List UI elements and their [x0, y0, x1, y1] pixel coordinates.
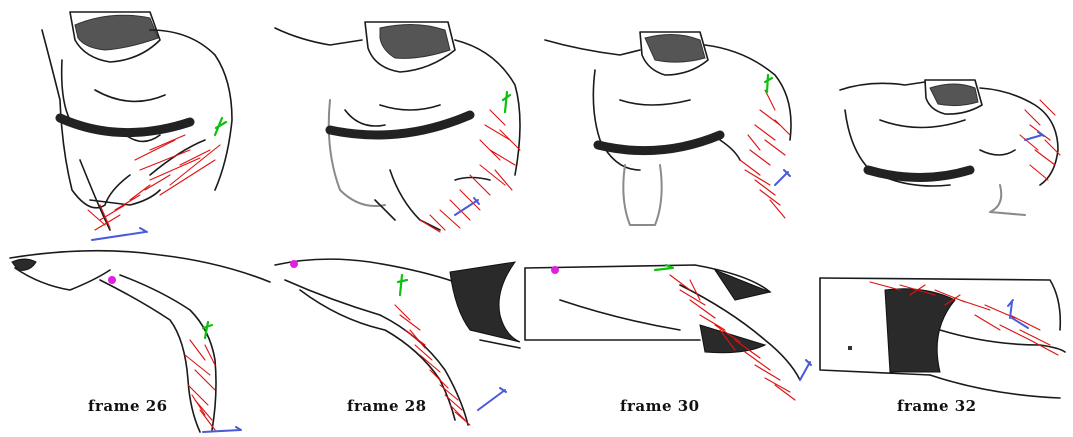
stroke-cluster [185, 340, 215, 430]
top-figure-1 [42, 12, 232, 240]
caption-frame-26: frame 26 [88, 397, 168, 415]
top-figure-4 [840, 80, 1060, 215]
caption-frame-28: frame 28 [347, 397, 427, 415]
top-figure-3 [545, 32, 791, 225]
bottom-figure-3 [525, 265, 811, 400]
bottom-figure-4 [820, 278, 1065, 398]
caption-frame-32: frame 32 [897, 397, 977, 415]
stroke-cluster [740, 90, 790, 218]
caption-frame-30: frame 30 [620, 397, 700, 415]
stroke-cluster [88, 135, 220, 230]
top-figure-2 [275, 22, 520, 232]
